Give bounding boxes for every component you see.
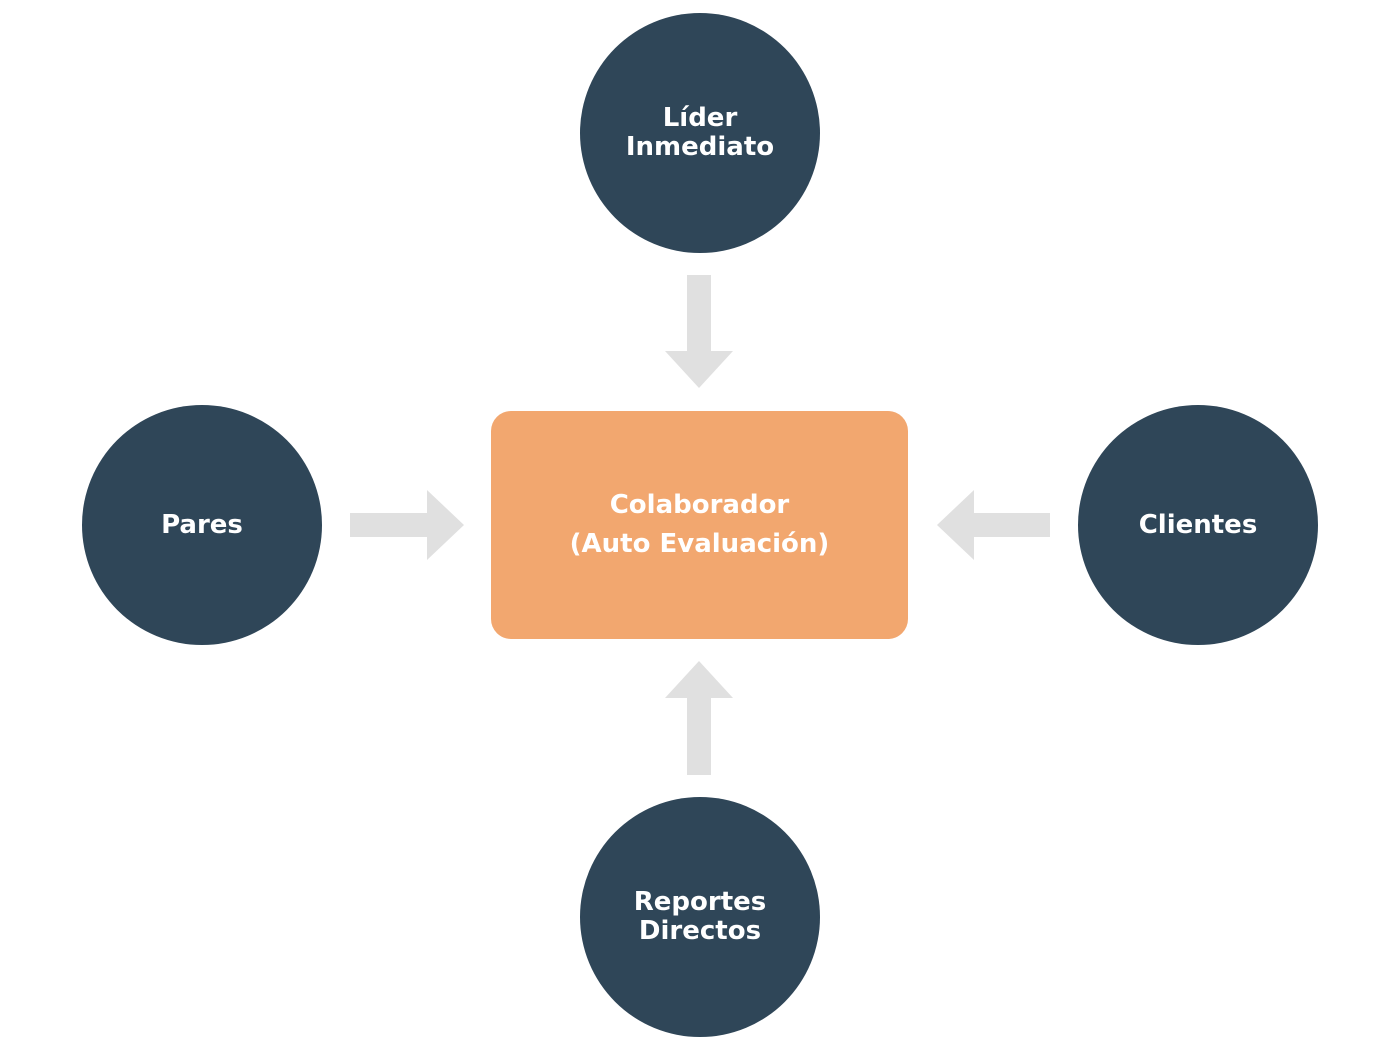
node-clientes: Clientes bbox=[1078, 405, 1318, 645]
arrow-up-icon bbox=[665, 661, 733, 775]
node-pares: Pares bbox=[82, 405, 322, 645]
center-node-colaborador: Colaborador (Auto Evaluación) bbox=[491, 411, 908, 639]
node-label-clientes: Clientes bbox=[1138, 509, 1258, 540]
node-lider-inmediato: Líder Inmediato bbox=[580, 13, 820, 253]
arrow-left-icon bbox=[937, 490, 1050, 560]
node-reportes-directos: Reportes Directos bbox=[580, 797, 820, 1037]
arrow-right-icon bbox=[350, 490, 464, 560]
node-label-lider-inmediato: Líder Inmediato bbox=[625, 103, 775, 162]
node-label-pares: Pares bbox=[161, 509, 243, 540]
arrow-down-icon bbox=[665, 275, 733, 388]
center-node-label: Colaborador (Auto Evaluación) bbox=[569, 490, 830, 559]
node-label-reportes-directos: Reportes Directos bbox=[633, 887, 767, 946]
